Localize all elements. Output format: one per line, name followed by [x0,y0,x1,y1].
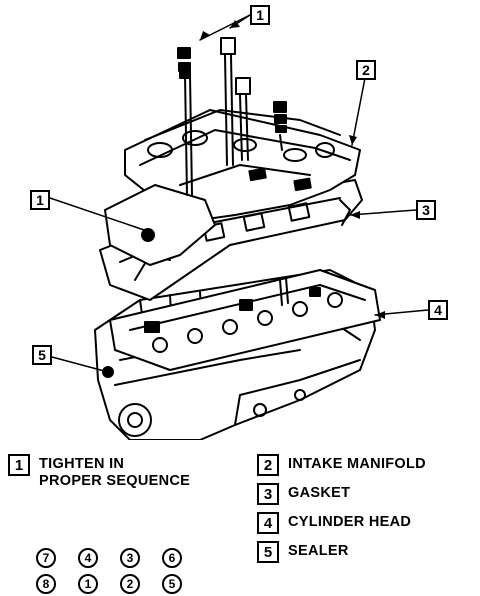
sequence-number: 8 [36,574,56,594]
legend-label: SEALER [288,543,349,559]
callout-5: 5 [32,345,52,365]
legend-label: GASKET [288,485,351,501]
legend-item-3: 3 GASKET [257,483,350,505]
legend-item-5: 5 SEALER [257,541,349,563]
sequence-number: 1 [78,574,98,594]
legend-item-4: 4 CYLINDER HEAD [257,512,411,534]
callout-2: 2 [356,60,376,80]
engine-exploded-diagram [49,14,429,440]
sequence-number: 5 [162,574,182,594]
legend-number: 2 [257,454,279,476]
legend-label: INTAKE MANIFOLD [288,456,426,472]
callout-3: 3 [416,200,436,220]
sequence-number: 7 [36,548,56,568]
sequence-number: 6 [162,548,182,568]
legend-number: 5 [257,541,279,563]
bolts [177,37,287,196]
legend-label: CYLINDER HEAD [288,514,412,530]
sequence-number: 2 [120,574,140,594]
callout-1-left: 1 [30,190,50,210]
callout-1-top: 1 [250,5,270,25]
legend-number: 4 [257,512,279,534]
legend-label: TIGHTEN IN PROPER SEQUENCE [39,456,191,489]
legend-item-2: 2 INTAKE MANIFOLD [257,454,426,476]
cylinder-head [109,269,381,371]
sequence-number: 3 [120,548,140,568]
legend-number: 1 [8,454,30,476]
legend-number: 3 [257,483,279,505]
intake-manifold [104,109,361,266]
sequence-number: 4 [78,548,98,568]
callout-4: 4 [428,300,448,320]
legend-item-1: 1 TIGHTEN IN PROPER SEQUENCE [8,454,190,490]
